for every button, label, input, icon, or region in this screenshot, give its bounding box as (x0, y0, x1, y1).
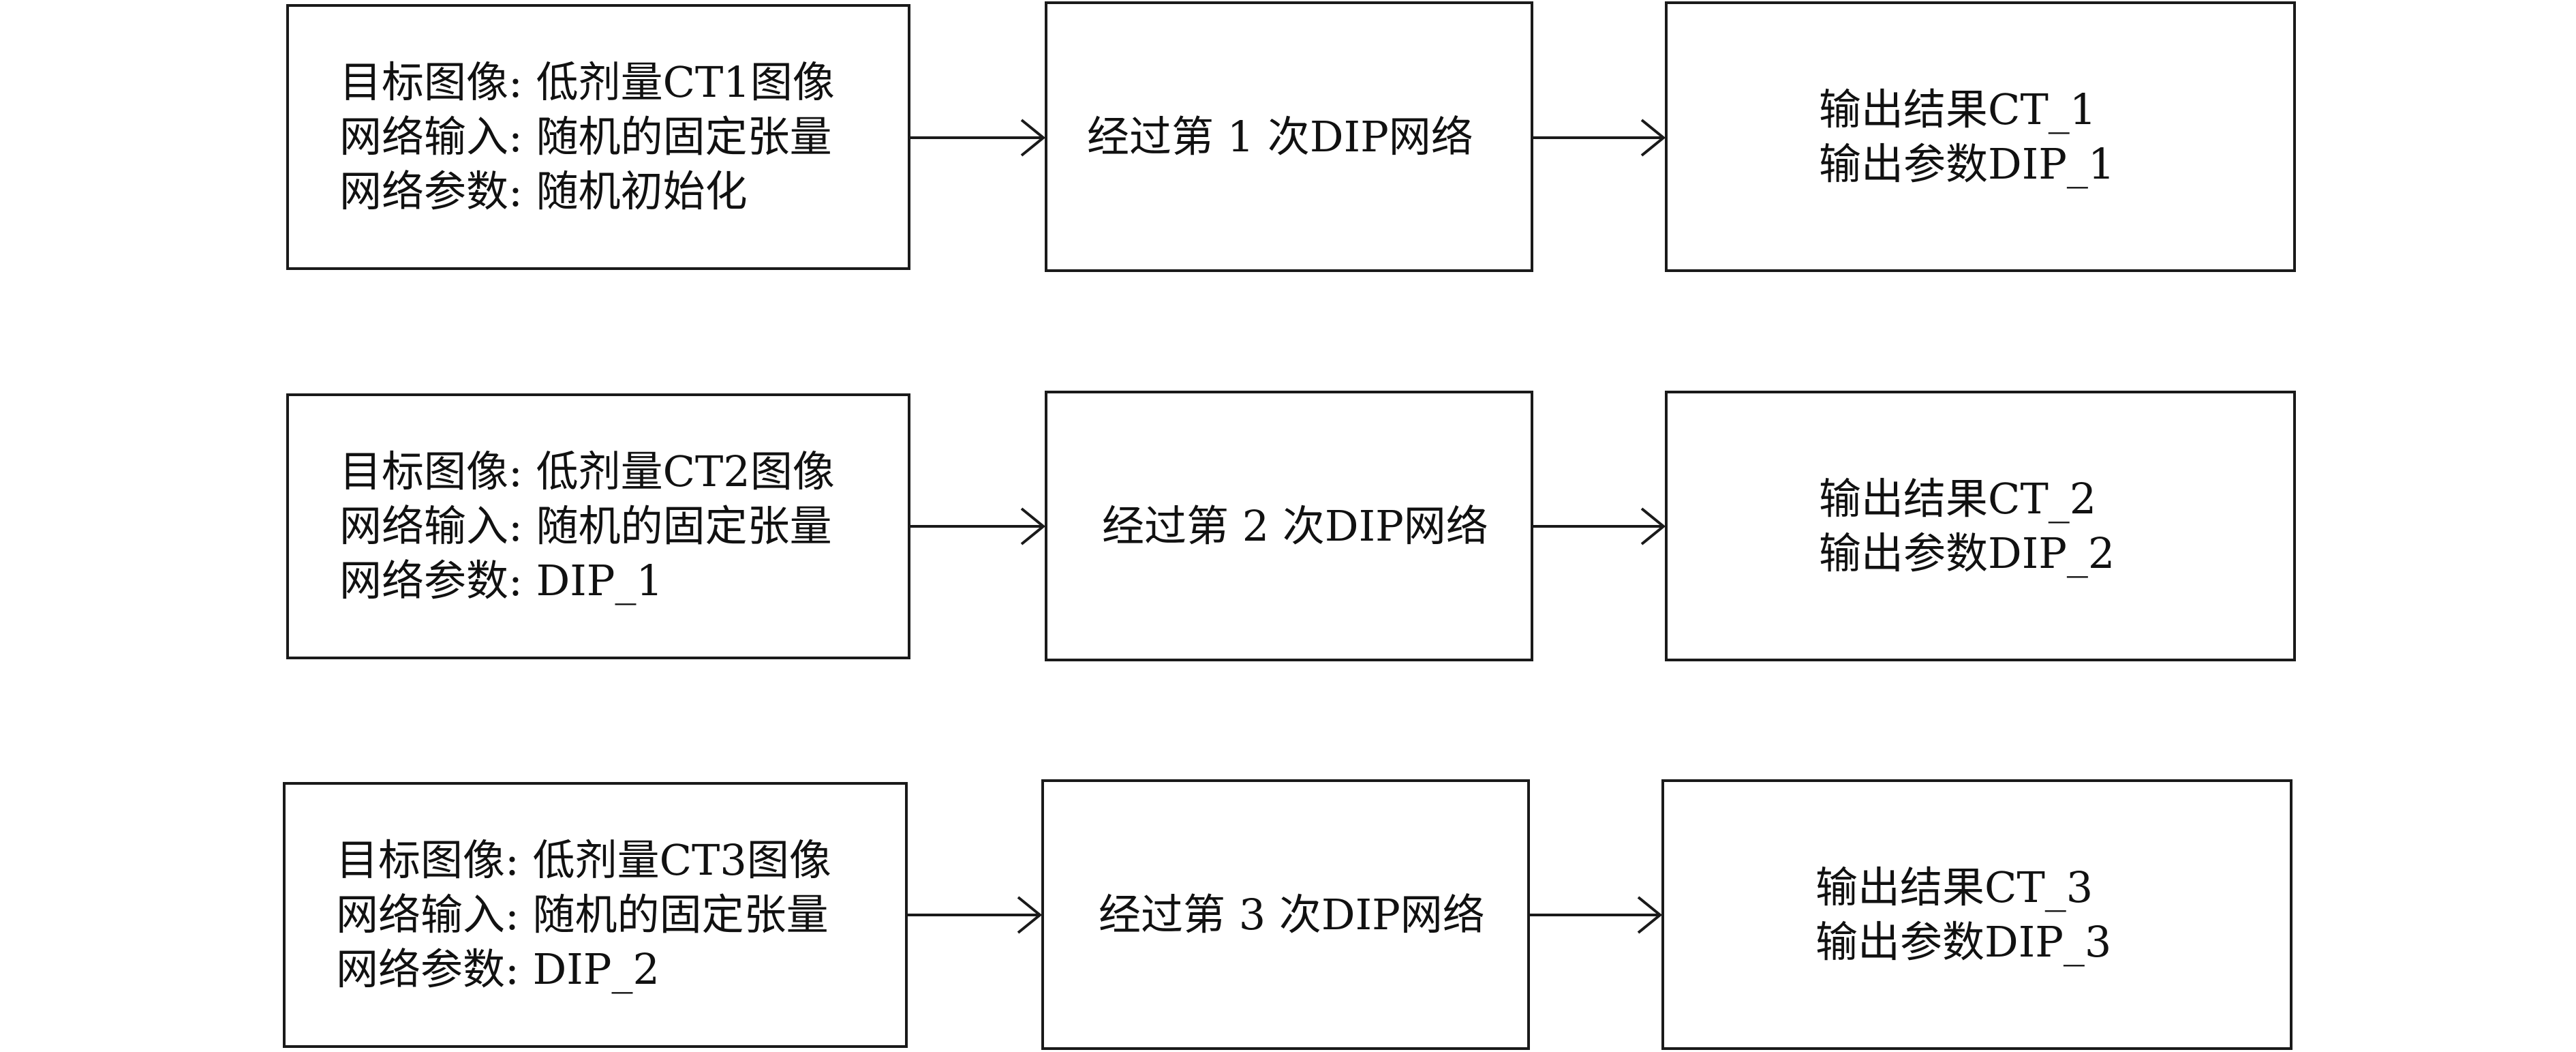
process-box-row-2: 经过第 2 次DIP网络 (1045, 391, 1533, 661)
input-line-network-params: 网络参数: DIP_1 (339, 556, 663, 605)
output-box-row-1: 输出结果CT_1 输出参数DIP_1 (1665, 1, 2296, 272)
arrow-process-to-output-row-3 (1530, 895, 1663, 935)
process-label: 经过第 3 次DIP网络 (1099, 889, 1485, 940)
output-box-row-2: 输出结果CT_2 输出参数DIP_2 (1665, 391, 2296, 661)
process-label: 经过第 1 次DIP网络 (1087, 111, 1473, 162)
output-line-params: 输出参数DIP_1 (1819, 138, 2115, 189)
output-line-result: 输出结果CT_3 (1815, 862, 2094, 912)
arrow-process-to-output-row-1 (1533, 117, 1666, 158)
input-line-network-input: 网络输入: 随机的固定张量 (339, 112, 832, 162)
input-box-row-2: 目标图像: 低剂量CT2图像 网络输入: 随机的固定张量 网络参数: DIP_1 (286, 393, 910, 659)
input-line-network-params: 网络参数: DIP_2 (336, 944, 660, 994)
output-line-params: 输出参数DIP_3 (1815, 916, 2112, 967)
input-line-target: 目标图像: 低剂量CT1图像 (339, 57, 835, 107)
output-line-result: 输出结果CT_2 (1819, 473, 2097, 524)
process-label: 经过第 2 次DIP网络 (1102, 500, 1488, 551)
process-box-row-3: 经过第 3 次DIP网络 (1041, 779, 1530, 1050)
input-line-network-input: 网络输入: 随机的固定张量 (339, 501, 832, 551)
input-line-network-input: 网络输入: 随机的固定张量 (336, 890, 829, 940)
input-line-target: 目标图像: 低剂量CT3图像 (336, 835, 831, 885)
input-box-row-3: 目标图像: 低剂量CT3图像 网络输入: 随机的固定张量 网络参数: DIP_2 (283, 782, 908, 1048)
process-box-row-1: 经过第 1 次DIP网络 (1045, 1, 1533, 272)
arrow-input-to-process-row-1 (910, 117, 1046, 158)
input-line-network-params: 网络参数: 随机初始化 (339, 166, 748, 216)
arrow-input-to-process-row-3 (908, 895, 1043, 935)
output-line-result: 输出结果CT_1 (1819, 84, 2097, 134)
arrow-process-to-output-row-2 (1533, 506, 1666, 547)
output-box-row-3: 输出结果CT_3 输出参数DIP_3 (1661, 779, 2293, 1050)
output-line-params: 输出参数DIP_2 (1819, 528, 2115, 578)
input-line-target: 目标图像: 低剂量CT2图像 (339, 447, 835, 496)
input-box-row-1: 目标图像: 低剂量CT1图像 网络输入: 随机的固定张量 网络参数: 随机初始化 (286, 4, 910, 270)
arrow-input-to-process-row-2 (910, 506, 1046, 547)
